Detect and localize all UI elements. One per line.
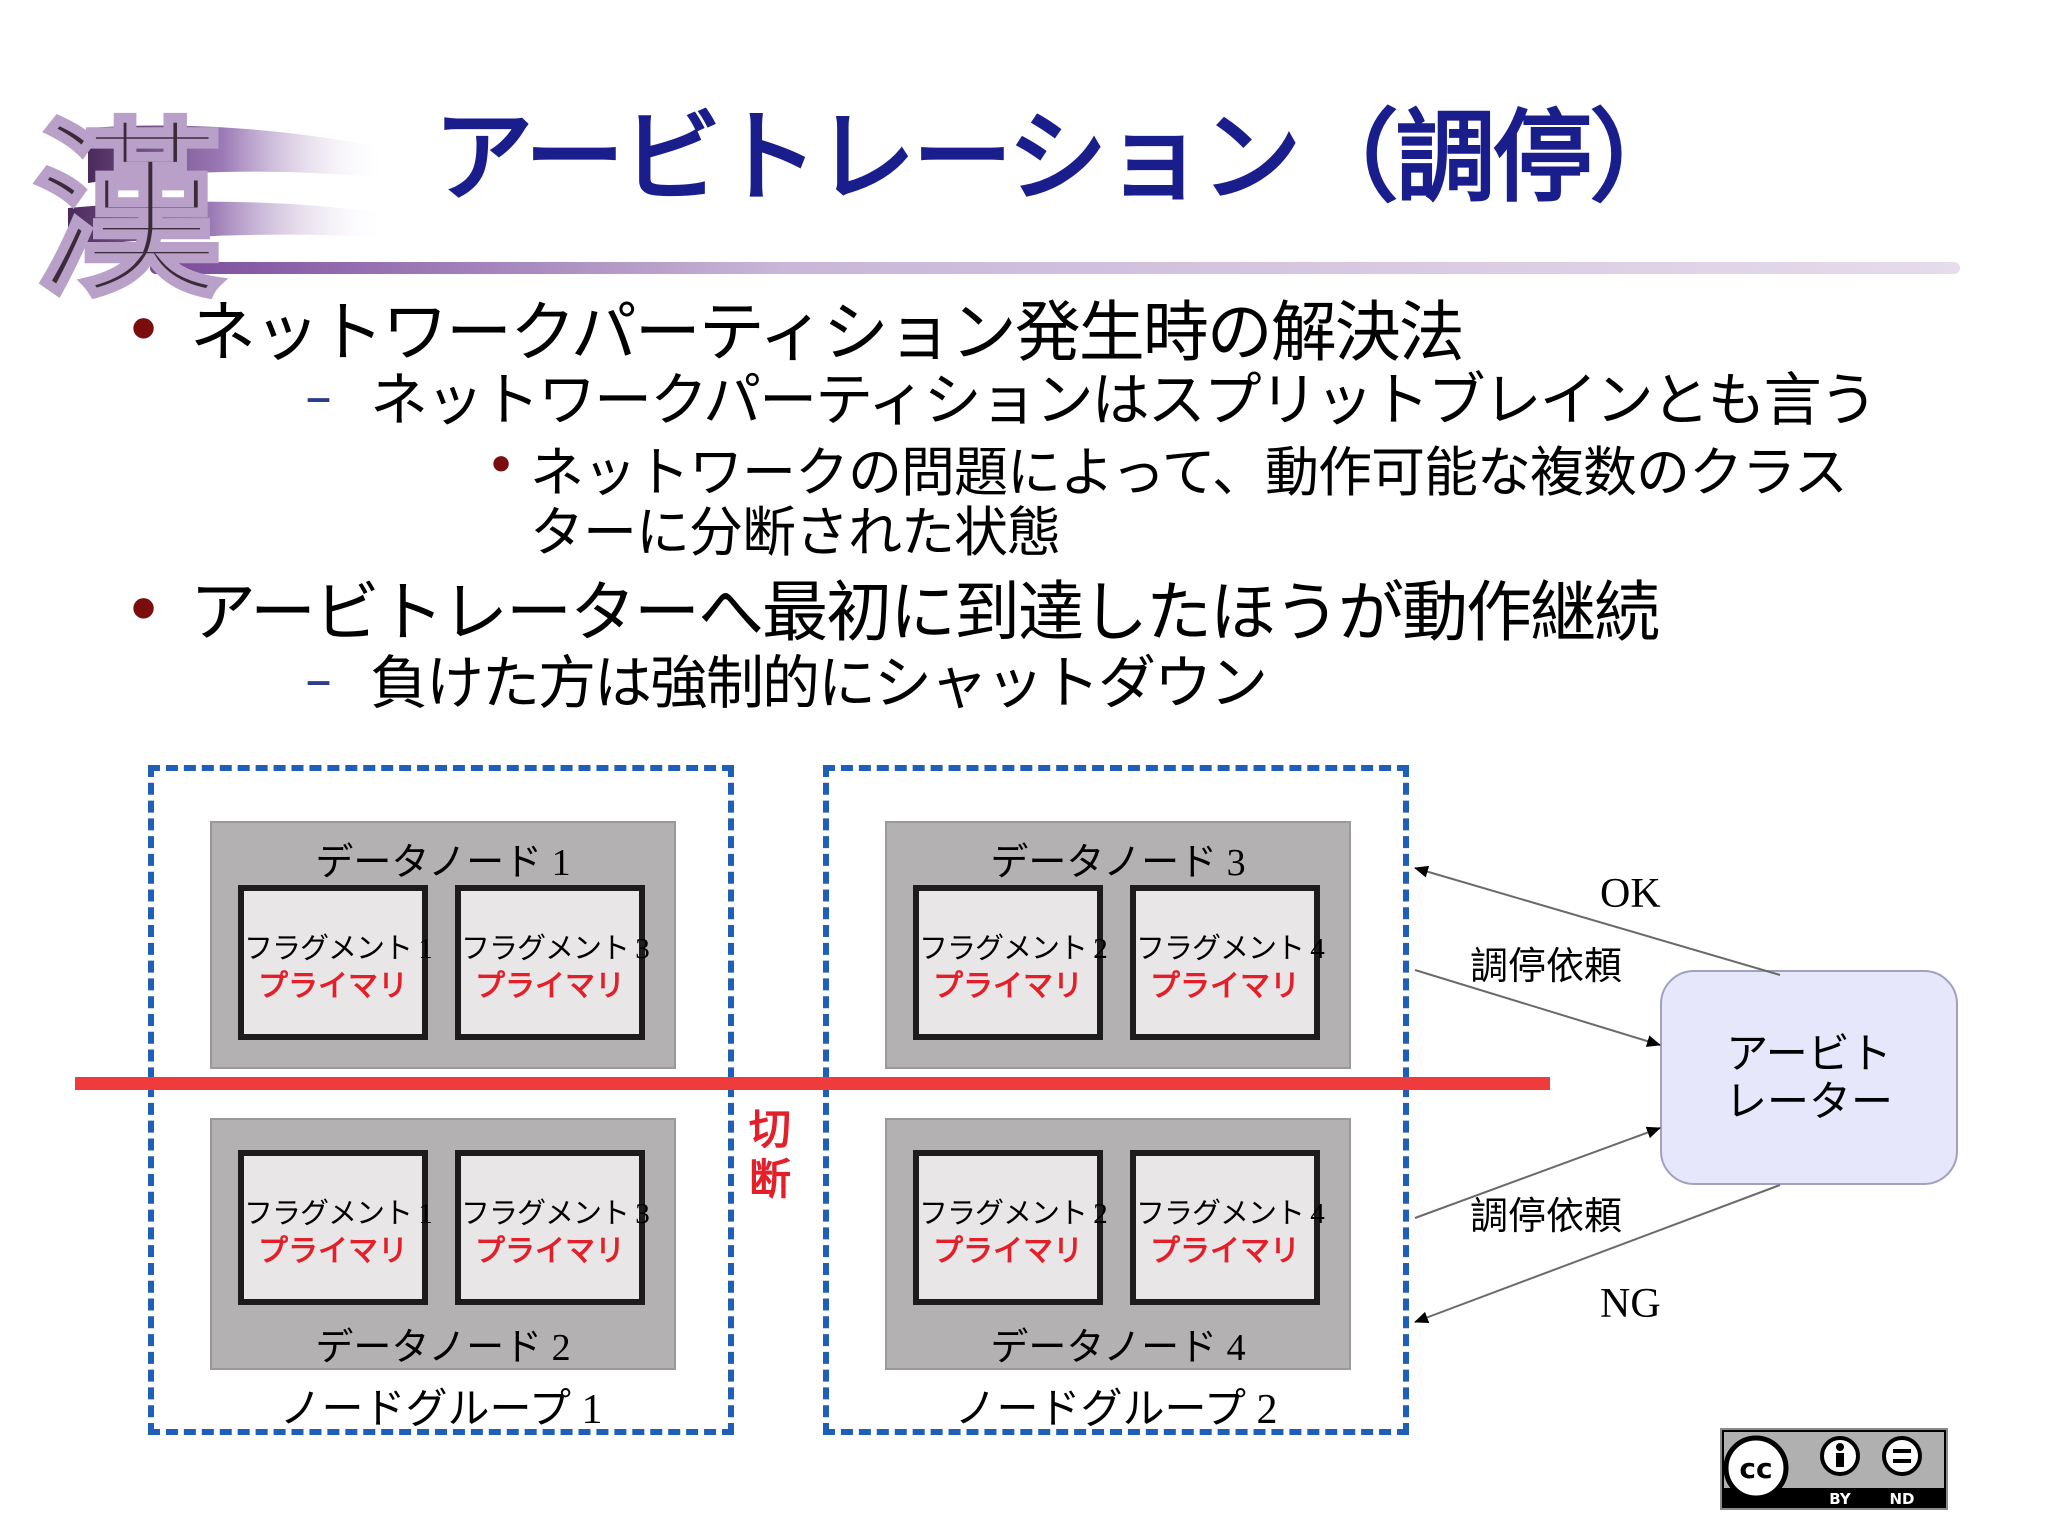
fragment-3-primary: フラグメント 3 プライマリ [455, 885, 650, 1040]
fragment-1-primary: フラグメント 1 プライマリ [238, 1150, 433, 1305]
fragment-role: プライマリ [258, 969, 408, 1004]
data-node-2-label: データノード 2 [315, 1327, 571, 1369]
fragment-role: プライマリ [475, 969, 625, 1004]
fragment-role: プライマリ [933, 1234, 1083, 1269]
fragment-role: プライマリ [475, 1234, 625, 1269]
data-node-2: フラグメント 1 プライマリ フラグメント 3 プライマリ データノード 2 [210, 1118, 676, 1370]
bullet-dash: – [305, 365, 332, 428]
arbiter-label: アービト レーター [1724, 1029, 1893, 1126]
partition-cut-line [75, 1077, 1550, 1090]
bullet-dot: • [487, 440, 516, 491]
kanji-logo-icon: 漢 [31, 98, 388, 303]
bullet-dash: – [305, 648, 332, 711]
fragment-name: フラグメント 1 [244, 933, 433, 965]
bullet-first-to-arbiter: アービトレーターへ最初に到達したほうが動作継続 [190, 574, 1660, 651]
fragment-role: プライマリ [258, 1234, 408, 1269]
fragment-1-primary: フラグメント 1 プライマリ [238, 885, 433, 1040]
bullet-partition-definition-line2: ターに分断された状態 [530, 501, 1061, 564]
fragment-name: フラグメント 3 [461, 1198, 650, 1230]
fragment-name: フラグメント 3 [461, 933, 650, 965]
bullet-dot: • [125, 576, 163, 644]
fragment-name: フラグメント 2 [919, 1198, 1108, 1230]
fragment-role: プライマリ [1150, 1234, 1300, 1269]
fragment-2-primary: フラグメント 2 プライマリ [913, 885, 1108, 1040]
request-label-lower: 調停依頼 [1470, 1194, 1623, 1238]
data-node-1-label: データノード 1 [315, 842, 571, 884]
data-node-4-label: データノード 4 [990, 1327, 1246, 1369]
fragment-role: プライマリ [1150, 969, 1300, 1004]
fragment-name: フラグメント 2 [919, 933, 1108, 965]
bullet-split-brain: ネットワークパーティションはスプリットブレインとも言う [370, 366, 1878, 434]
fragment-name: フラグメント 4 [1136, 933, 1325, 965]
node-group-2: データノード 3 フラグメント 2 プライマリ フラグメント 4 プライマリ フ… [823, 765, 1409, 1435]
node-group-1-label: ノードグループ 1 [279, 1387, 603, 1433]
by-text: BY [1829, 1490, 1852, 1508]
page-title: アービトレーション（調停） [433, 99, 1690, 216]
data-node-3-label: データノード 3 [990, 842, 1246, 884]
fragment-name: フラグメント 1 [244, 1198, 433, 1230]
bullet-partition-solution: ネットワークパーティション発生時の解決法 [190, 294, 1465, 371]
data-node-1: データノード 1 フラグメント 1 プライマリ フラグメント 3 プライマリ [210, 821, 676, 1069]
cc-by-nd-license-icon: cc BY ND [1720, 1428, 1948, 1510]
cut-label: 切断 [748, 1105, 791, 1204]
bullet-loser-shutdown: 負けた方は強制的にシャットダウン [370, 649, 1268, 717]
node-group-2-label: ノードグループ 2 [954, 1387, 1278, 1433]
fragment-role: プライマリ [933, 969, 1083, 1004]
bullet-dot: • [125, 296, 163, 364]
bullet-partition-definition-line1: ネットワークの問題によって、動作可能な複数のクラス [530, 441, 1848, 504]
data-node-4: フラグメント 2 プライマリ フラグメント 4 プライマリ データノード 4 [885, 1118, 1351, 1370]
fragment-3-primary: フラグメント 3 プライマリ [455, 1150, 650, 1305]
ng-label: NG [1600, 1281, 1661, 1327]
nd-text: ND [1889, 1490, 1914, 1508]
request-label-upper: 調停依頼 [1470, 944, 1623, 988]
fragment-name: フラグメント 4 [1136, 1198, 1325, 1230]
arbiter-node: アービト レーター [1660, 970, 1958, 1185]
fragment-4-primary: フラグメント 4 プライマリ [1130, 885, 1325, 1040]
logo-kanji-text: 漢 [33, 100, 224, 303]
fragment-2-primary: フラグメント 2 プライマリ [913, 1150, 1108, 1305]
cc-text: cc [1739, 1452, 1772, 1485]
fragment-4-primary: フラグメント 4 プライマリ [1130, 1150, 1325, 1305]
title-underline-streak [150, 262, 1960, 274]
node-group-1: データノード 1 フラグメント 1 プライマリ フラグメント 3 プライマリ フ… [148, 765, 734, 1435]
ok-label: OK [1600, 871, 1661, 917]
data-node-3: データノード 3 フラグメント 2 プライマリ フラグメント 4 プライマリ [885, 821, 1351, 1069]
